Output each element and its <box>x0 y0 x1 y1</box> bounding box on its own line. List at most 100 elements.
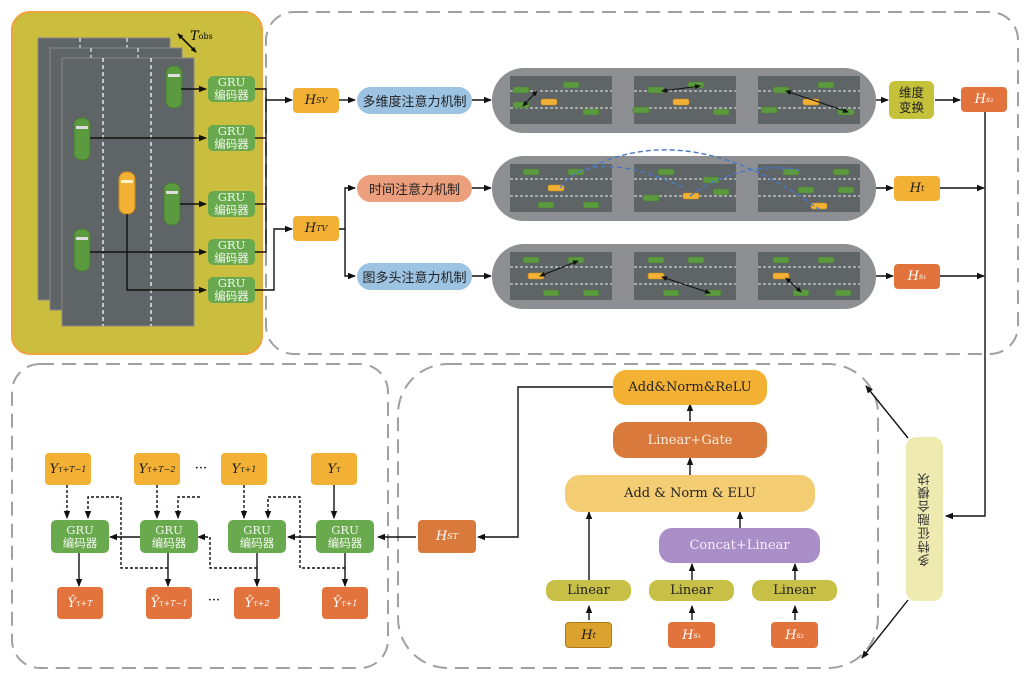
linear-gate-label: Linear+Gate <box>647 432 733 448</box>
ellipsis-text: ··· <box>207 592 221 608</box>
h-s1-sub: s₁ <box>919 272 927 281</box>
decoder-input-ellipsis: ··· <box>188 460 214 476</box>
interaction-link <box>661 276 711 294</box>
neighbor-vehicle <box>792 289 810 297</box>
encoder-label-line1: GRU <box>217 75 246 89</box>
temporal-attention[interactable]: 时间注意力机制 <box>357 175 472 202</box>
target-vehicle <box>527 272 545 280</box>
attention-arrows <box>339 96 986 520</box>
decoder-output-sup: τ+T <box>76 598 93 608</box>
dim-transform-line1: 维度 <box>898 85 924 100</box>
linear-block-3[interactable]: Linear <box>752 580 837 601</box>
linear-label: Linear <box>567 583 610 598</box>
neighbor-vehicle <box>657 168 675 176</box>
dim-transform-box[interactable]: 维度变换 <box>889 81 934 119</box>
h-sv-base: H <box>304 93 317 108</box>
interaction-link <box>522 90 538 107</box>
add-norm-relu-block[interactable]: Add&Norm&ReLU <box>613 370 767 405</box>
interaction-link <box>539 260 579 277</box>
neighbor-vehicle <box>662 289 680 297</box>
neighbor-vehicle <box>834 289 852 297</box>
neighbor-vehicle <box>817 256 835 264</box>
h-sv-sup: SV <box>316 96 328 105</box>
concat-linear-label: Concat+Linear <box>689 538 790 553</box>
neighbor-vehicle <box>582 201 600 209</box>
decoder-output-sup: τ+2 <box>253 598 270 608</box>
linear-block-2[interactable]: Linear <box>649 580 734 601</box>
decoder-input-base: Y <box>49 461 59 477</box>
fusion-input-sub: s₁ <box>693 630 701 640</box>
decoder-input-sup: τ <box>336 464 341 474</box>
neighbor-vehicle <box>687 256 705 264</box>
linear-label: Linear <box>773 583 816 598</box>
neighbor-vehicle <box>832 168 850 176</box>
encoder-label-line2: 编码器 <box>214 137 249 151</box>
encoder-label-line1: GRU <box>217 238 246 252</box>
add-norm-elu-block[interactable]: Add & Norm & ELU <box>565 475 815 512</box>
temporal-trajectory-arcs <box>559 149 821 211</box>
encoder-bus-lines <box>255 88 293 291</box>
concat-linear-block[interactable]: Concat+Linear <box>659 528 820 563</box>
linear-label: Linear <box>670 583 713 598</box>
t-obs-text: T <box>190 28 199 44</box>
multi-feature-fusion-module[interactable]: 多特征融合模块 <box>906 437 943 601</box>
neighbor-vehicle <box>562 81 580 89</box>
decoder-output-base: Ŷ <box>244 595 254 611</box>
decoder-output-sup: τ+1 <box>341 598 358 608</box>
car-green-2 <box>73 117 91 161</box>
target-vehicle <box>672 98 690 106</box>
linear-gate-block[interactable]: Linear+Gate <box>613 422 767 458</box>
encoder-label-line1: GRU <box>155 522 183 537</box>
interaction-link <box>785 90 849 113</box>
neighbor-vehicle <box>702 176 720 184</box>
encoder-label-line2: 编码器 <box>214 251 249 265</box>
target-vehicle <box>647 272 665 280</box>
encoder-label-line1: GRU <box>243 522 271 537</box>
h-st-sub: ST <box>447 532 459 541</box>
encoder-label-line1: GRU <box>331 522 359 537</box>
scene-capsule-graph <box>492 244 876 309</box>
neighbor-vehicle <box>817 81 835 89</box>
multi-dim-attention[interactable]: 多维度注意力机制 <box>357 87 472 114</box>
graph-multihead-attention[interactable]: 图多头注意力机制 <box>357 263 472 290</box>
add-norm-elu-label: Add & Norm & ELU <box>624 486 756 501</box>
neighbor-vehicle <box>522 168 540 176</box>
linear-block-1[interactable]: Linear <box>546 580 631 601</box>
encoder-label-line1: GRU <box>66 522 94 537</box>
t-obs-subscript: obs <box>198 31 213 41</box>
t-obs-arrow <box>177 33 197 53</box>
scene-capsule-multi-dim <box>492 68 876 133</box>
fusion-arrows <box>377 385 909 659</box>
decoder-region-border <box>11 363 389 669</box>
scene-frame <box>758 252 860 300</box>
decoder-input-sup: τ+T−1 <box>58 464 87 474</box>
h-t-base: H <box>909 181 922 196</box>
